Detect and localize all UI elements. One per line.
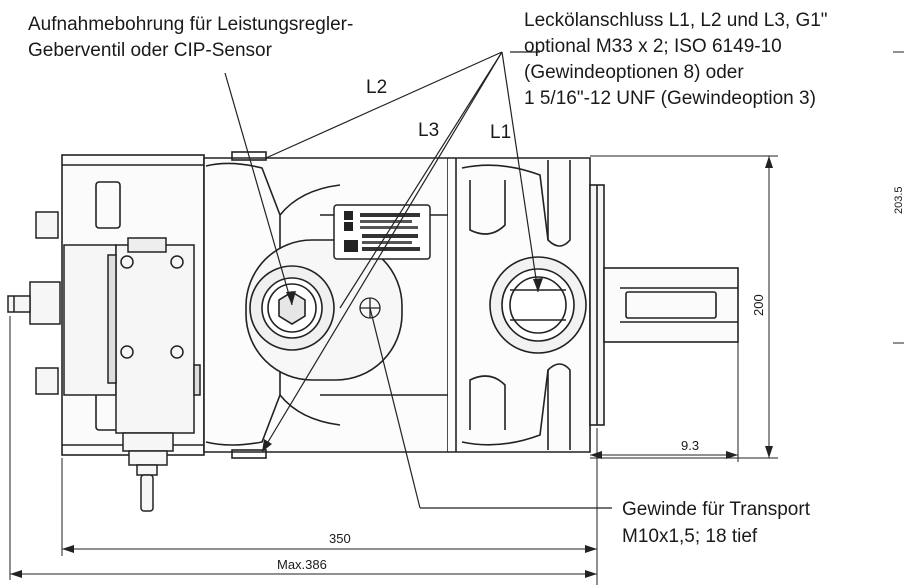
dimension-arrowheads xyxy=(10,156,773,578)
leak-oil-label-line-2: optional M33 x 2; ISO 6149-10 xyxy=(524,36,782,57)
name-plate xyxy=(333,204,431,260)
dimension-9-3: 9.3 xyxy=(681,438,699,453)
dimension-max-386: Max.386 xyxy=(277,557,327,572)
dimension-height-203-5: 203.5 xyxy=(893,186,904,214)
port-label-l3: L3 xyxy=(418,120,439,141)
port-label-l2: L2 xyxy=(366,77,387,98)
leak-oil-label-line-3: (Gewindeoptionen 8) oder xyxy=(524,62,744,83)
transport-label-line-1: Gewinde für Transport xyxy=(622,499,811,520)
dimension-height-200: 200 xyxy=(751,294,766,316)
port-label-l1: L1 xyxy=(490,122,511,143)
leader-arrowheads xyxy=(262,278,543,452)
sensor-bore xyxy=(245,239,403,381)
transport-label-line-2: M10x1,5; 18 tief xyxy=(622,526,758,547)
sensor-bore-label-line-2: Geberventil oder CIP-Sensor xyxy=(28,40,273,61)
controller-block xyxy=(7,211,201,512)
sensor-bore-label-line-1: Aufnahmebohrung für Leistungsregler- xyxy=(28,14,353,35)
leader-lines xyxy=(224,51,612,509)
dimension-length-350: 350 xyxy=(329,531,351,546)
leak-oil-port-l1 xyxy=(489,256,587,354)
leak-oil-label-line-1: Leckölanschluss L1, L2 und L3, G1" xyxy=(524,10,828,31)
leak-oil-label-line-4: 1 5/16"-12 UNF (Gewindeoption 3) xyxy=(524,88,816,109)
dimension-lines xyxy=(9,51,904,585)
